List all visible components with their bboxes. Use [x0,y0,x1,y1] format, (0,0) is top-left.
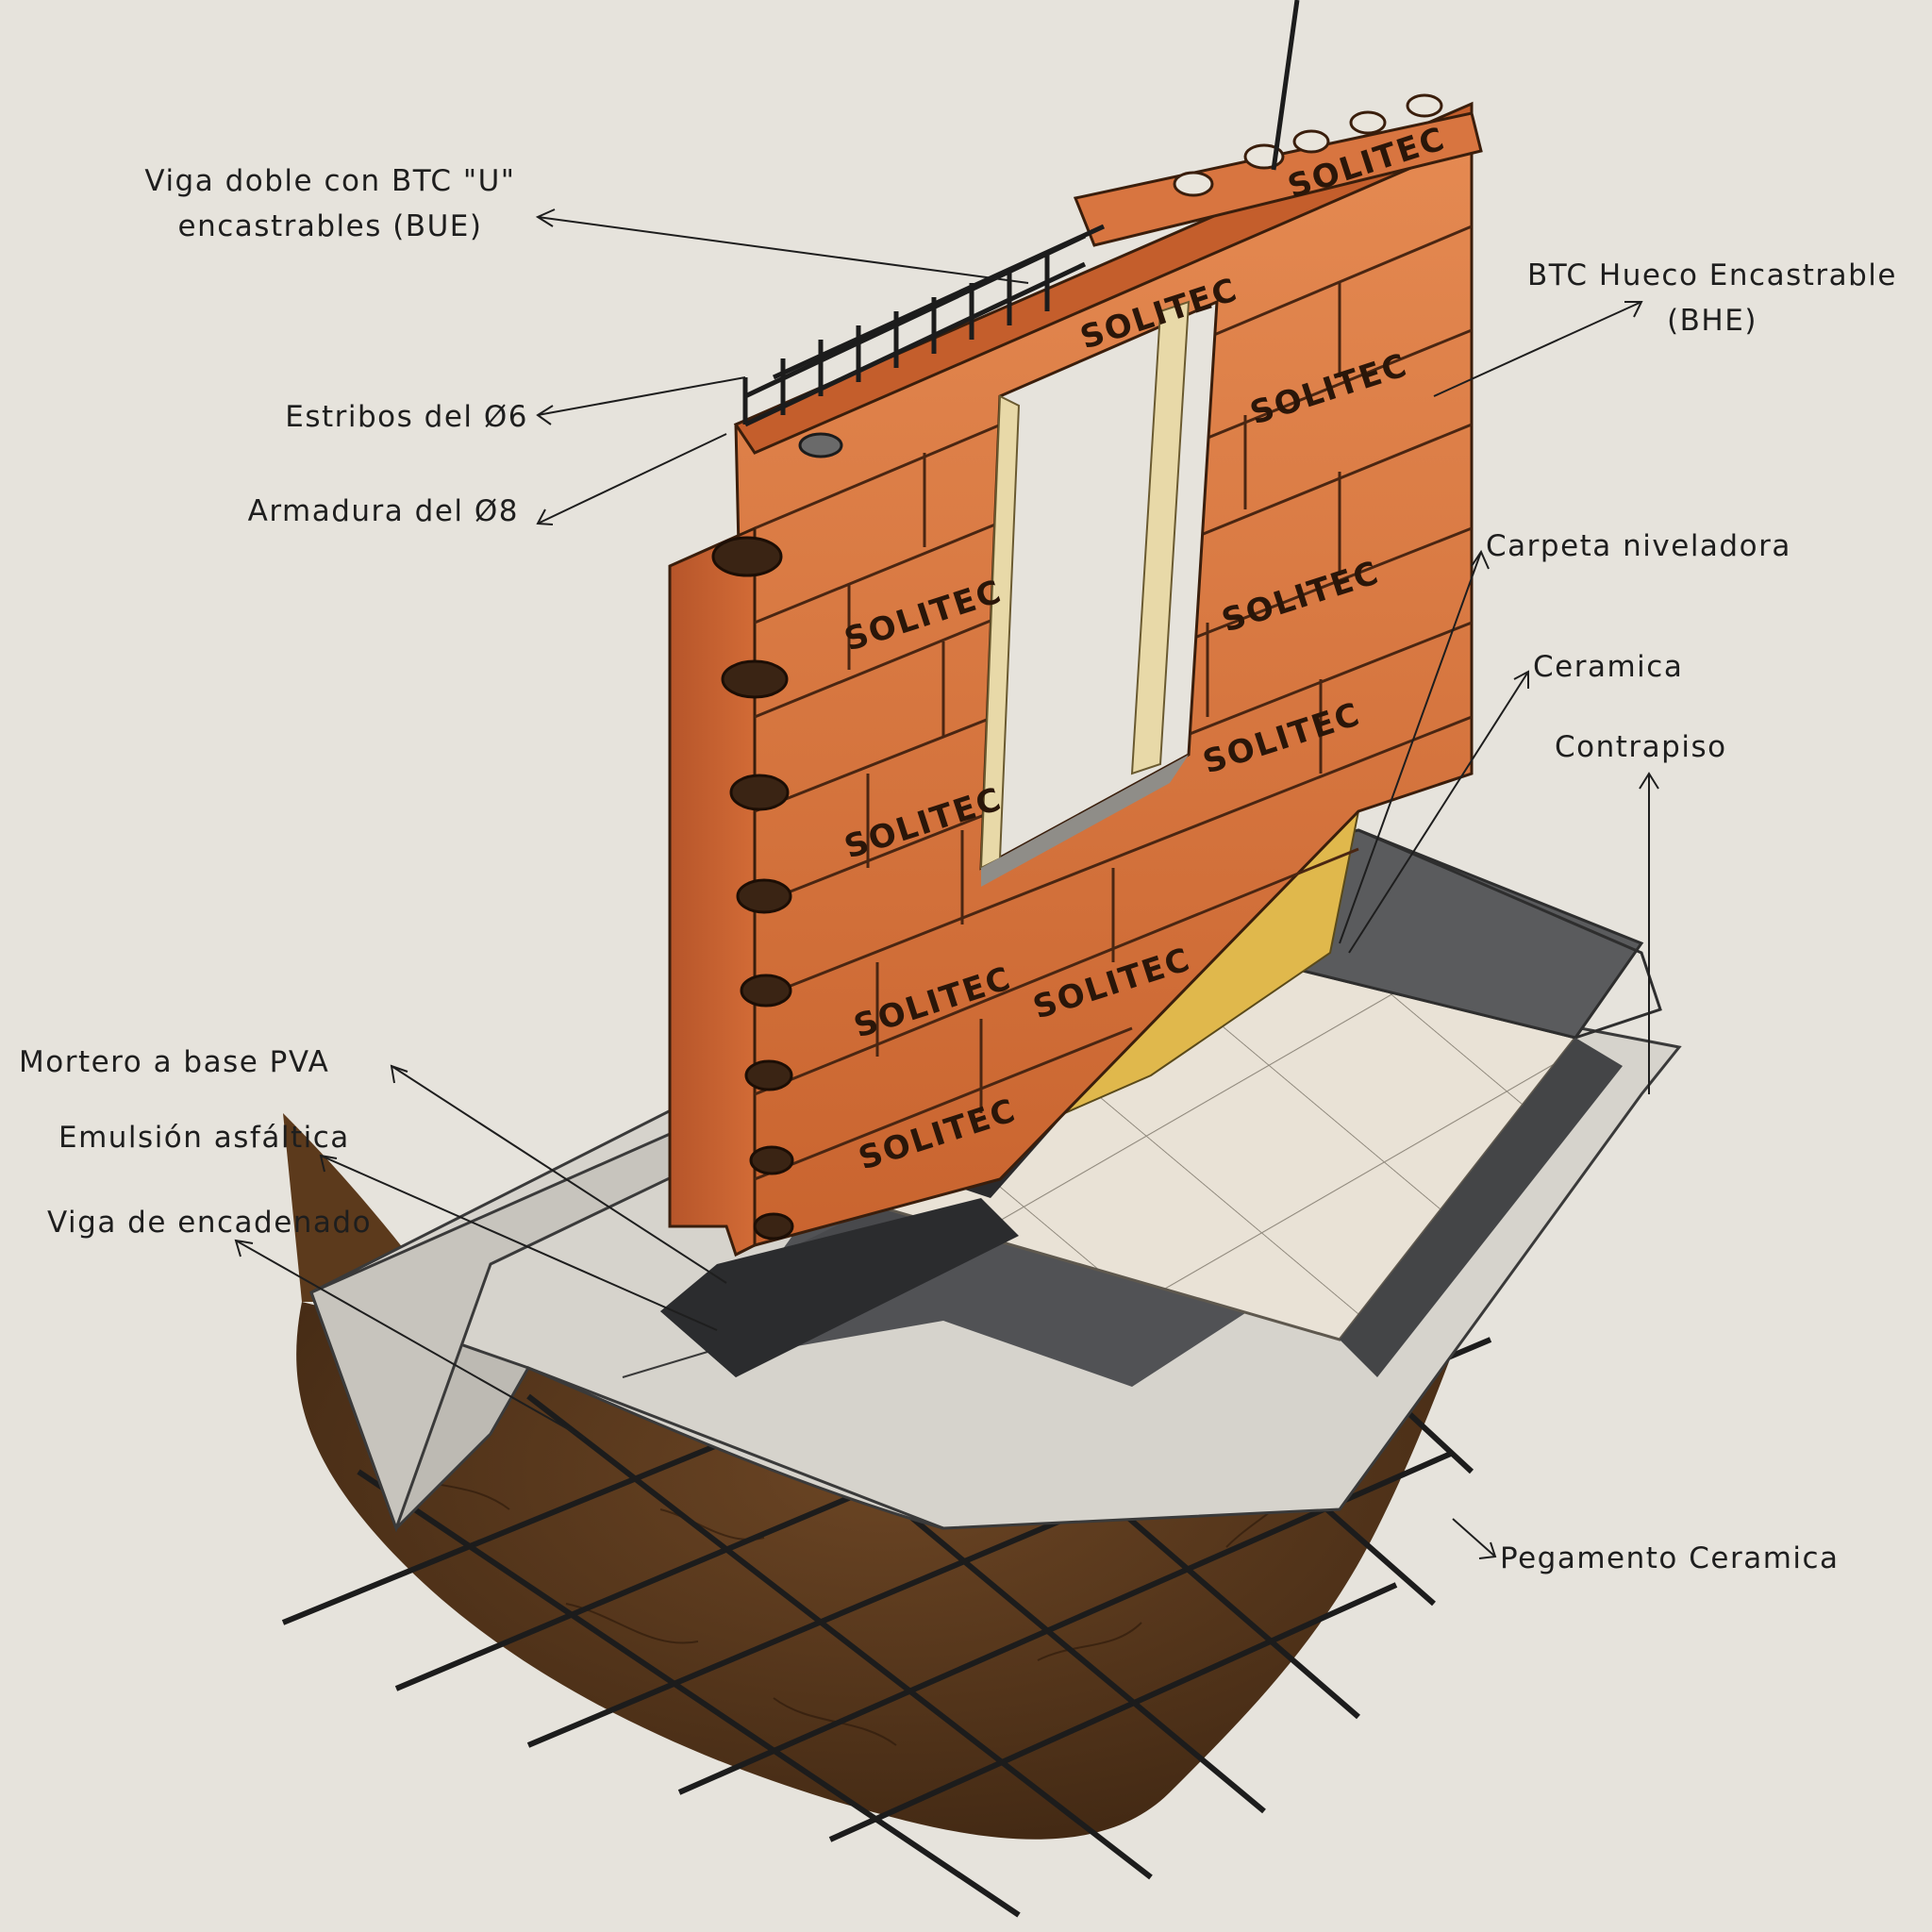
leader-viga-doble [537,216,1029,284]
leader-ceramica [1348,671,1529,954]
label-viga-doble: Viga doble con BTC "U" encastrables (BUE… [113,158,547,249]
leader-carpeta [1339,551,1482,944]
leader-pegamento [1452,1518,1496,1557]
label-contrapiso: Contrapiso [1555,730,1727,764]
rebar-anchor [798,432,843,458]
leader-armadura [537,433,727,525]
leader-btc-hueco [1433,301,1642,397]
leader-viga-encadenado [235,1240,586,1440]
label-btc-hueco-line1: BTC Hueco Encastrable [1527,258,1897,292]
label-viga-doble-line2: encastrables (BUE) [177,209,483,243]
label-ceramica: Ceramica [1533,650,1684,684]
leader-emulsion [320,1155,718,1331]
label-btc-hueco: BTC Hueco Encastrable (BHE) [1500,253,1924,343]
label-mortero: Mortero a base PVA [19,1045,330,1079]
leader-lines [235,216,1650,1557]
leader-mortero [391,1065,727,1284]
label-carpeta: Carpeta niveladora [1486,529,1791,563]
brick-wall [660,93,1483,1377]
label-estribos: Estribos del Ø6 [285,400,528,434]
label-armadura: Armadura del Ø8 [247,494,519,528]
label-btc-hueco-line2: (BHE) [1667,304,1757,338]
label-emulsion: Emulsión asfáltica [58,1121,350,1155]
leader-arrowheads [234,208,1659,1559]
label-viga-doble-line1: Viga doble con BTC "U" [144,164,516,198]
rebar-cage [742,0,1300,427]
leader-estribos [537,376,746,416]
label-viga-encadenado: Viga de encadenado [47,1206,373,1240]
label-pegamento: Pegamento Ceramica [1500,1541,1840,1575]
